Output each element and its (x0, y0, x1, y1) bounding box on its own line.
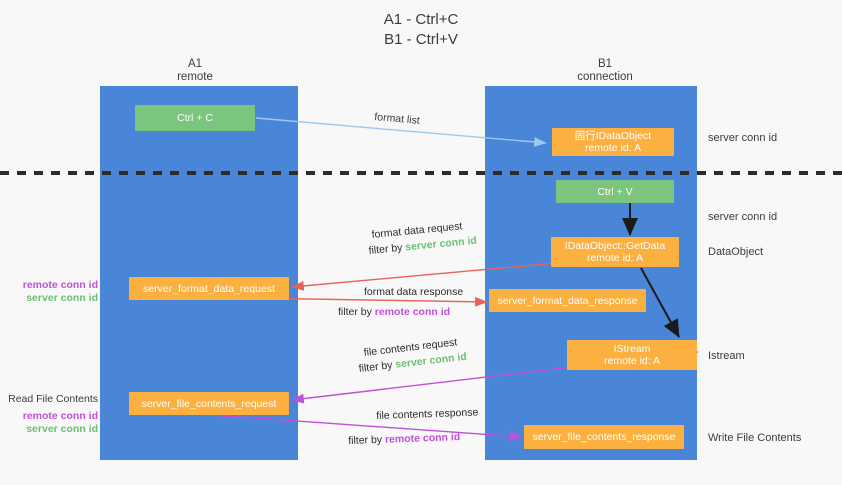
label-format-server-conn-id: server conn id (26, 292, 98, 304)
node-getdata[interactable]: IDataObject::GetData remote id: A (551, 237, 679, 267)
node-server-file-contents-request[interactable]: server_file_contents_request (129, 392, 289, 415)
filter-key-remote-conn-id: remote conn id (374, 306, 451, 318)
label-format-remote-conn-id: remote conn id (22, 279, 98, 291)
filter-prefix: filter by (368, 241, 406, 257)
label-dataobject: DataObject (708, 246, 764, 258)
label-read-file-contents: Read File Contents (8, 393, 98, 405)
node-idataobject[interactable]: 固行IDataObject remote id: A (552, 128, 674, 156)
column-header-a1: A1 remote (177, 58, 213, 83)
filter-prefix: filter by (348, 433, 386, 447)
node-ctrl-v[interactable]: Ctrl + V (556, 180, 674, 203)
flow-label-format-data-response-filter: filter by remote conn id (338, 305, 450, 319)
node-ctrl-c[interactable]: Ctrl + C (135, 105, 255, 131)
node-istream[interactable]: IStream remote id: A (567, 340, 697, 370)
phase-divider (0, 171, 842, 175)
node-server-format-data-response[interactable]: server_format_data_response (489, 289, 646, 312)
label-server-conn-id-mid: server conn id (708, 211, 778, 223)
label-write-file-contents: Write File Contents (708, 432, 802, 444)
label-istream: Istream (708, 350, 745, 362)
flow-label-format-list: format list (373, 110, 421, 127)
flow-label-file-contents-response-filter: filter by remote conn id (348, 430, 460, 448)
node-server-format-data-request[interactable]: server_format_data_request (129, 277, 289, 300)
filter-prefix: filter by (338, 306, 375, 318)
label-file-remote-conn-id: remote conn id (22, 410, 98, 422)
column-header-b1: B1 connection (577, 58, 633, 83)
label-file-server-conn-id: server conn id (26, 423, 98, 435)
filter-prefix: filter by (358, 358, 397, 375)
filter-key-remote-conn-id: remote conn id (384, 431, 461, 446)
flow-label-file-contents-response: file contents response (376, 405, 479, 423)
flow-label-file-contents-response-text: file contents response (376, 406, 479, 422)
node-server-file-contents-response[interactable]: server_file_contents_response (524, 425, 684, 449)
flow-label-format-data-response: format data response (364, 285, 463, 299)
label-server-conn-id-top: server conn id (708, 132, 778, 144)
page-title: A1 - Ctrl+C B1 - Ctrl+V (383, 11, 459, 48)
flow-label-format-data-response-text: format data response (364, 286, 464, 298)
